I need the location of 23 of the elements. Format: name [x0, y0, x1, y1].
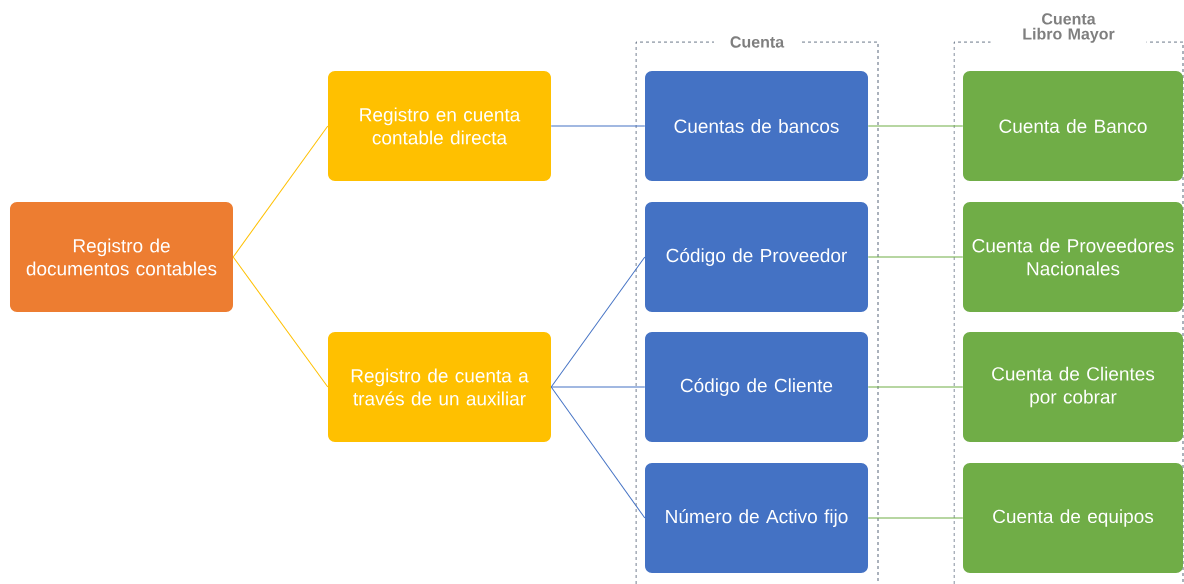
rounded-box: Cuentas de bancos — [645, 71, 868, 181]
connector-line — [550, 125, 646, 127]
rounded-box: Cuenta de Clientes por cobrar — [963, 332, 1183, 442]
rounded-box: Código de Cliente — [645, 332, 868, 442]
node-label: Cuenta Libro Mayor — [1023, 13, 1115, 43]
connector-line — [550, 386, 646, 519]
rounded-box: Cuenta de equipos — [963, 463, 1183, 573]
connector-line — [550, 386, 646, 388]
connector-line — [867, 256, 964, 258]
rounded-box: Registro de cuenta a través de un auxiliar — [328, 332, 551, 442]
rounded-box: Código de Proveedor — [645, 202, 868, 312]
rounded-box: Registro de documentos contables — [10, 202, 233, 312]
connector-line — [232, 256, 329, 388]
rounded-box: Cuenta de Banco — [963, 71, 1183, 181]
rounded-box: Número de Activo fijo — [645, 463, 868, 573]
node-label: Cuenta — [730, 36, 785, 48]
connector-line — [867, 125, 964, 127]
connector-line — [867, 386, 964, 388]
connector-line — [867, 517, 964, 519]
rounded-box: Registro en cuenta contable directa — [328, 71, 551, 181]
connector-line — [232, 125, 329, 258]
rounded-box: Cuenta de Proveedores Nacionales — [963, 202, 1183, 312]
connector-line — [550, 256, 646, 388]
